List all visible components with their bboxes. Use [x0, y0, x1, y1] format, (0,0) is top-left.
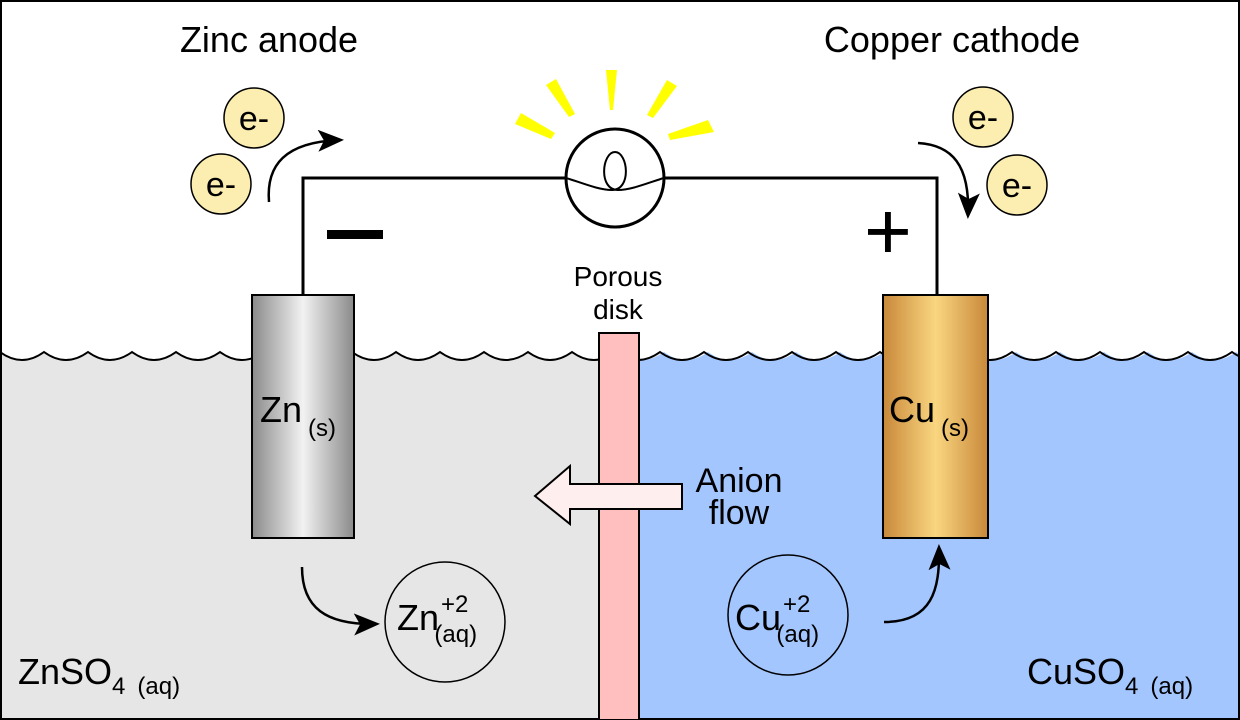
- electron-label: e-: [206, 166, 236, 204]
- electron-icon: e-: [190, 153, 252, 215]
- bulb-glass: [564, 127, 666, 229]
- electron-icon: e-: [223, 87, 285, 149]
- copper-ion-label: Cu+2(aq): [735, 591, 819, 648]
- anion-flow-label-line2: flow: [709, 494, 770, 532]
- copper-electrode-label: Cu(s): [889, 389, 969, 442]
- electron-icon: e-: [952, 86, 1014, 148]
- zinc-electrode: [251, 294, 355, 539]
- electron-label: e-: [968, 99, 998, 137]
- copper-ion-arrow-icon: [883, 544, 951, 624]
- zinc-anode-title: Zinc anode: [180, 19, 358, 60]
- bulb-filament: [565, 150, 665, 192]
- zinc-ion-arrow-icon: [300, 566, 380, 636]
- minus-sign-icon: [327, 230, 383, 239]
- zinc-electrode-label: Zn(s): [260, 389, 336, 442]
- zinc-ion-circle: [384, 561, 506, 683]
- porous-disk: [598, 332, 640, 720]
- light-bulb-icon: [515, 70, 714, 229]
- light-rays: [515, 70, 714, 140]
- electron-icon: e-: [986, 154, 1048, 216]
- zinc-ion-label: Zn+2(aq): [397, 591, 477, 648]
- copper-electrode: [882, 294, 989, 539]
- copper-cathode-title: Copper cathode: [824, 19, 1080, 60]
- electron-label: e-: [239, 100, 269, 138]
- porous-disk-label-line2: disk: [593, 294, 644, 325]
- copper-ion-circle: [727, 554, 849, 676]
- electron-label: e-: [1002, 167, 1032, 205]
- cuso4-label: CuSO4(aq): [1027, 651, 1193, 700]
- anion-flow-label-line1: Anion: [696, 462, 783, 500]
- electron-flow-arrow-icon: [267, 129, 344, 203]
- anion-flow-arrow-icon: [533, 463, 683, 527]
- electron-flow-arrow-icon: [917, 141, 980, 219]
- external-wire: [301, 176, 939, 296]
- znso4-label: ZnSO4(aq): [18, 651, 180, 700]
- plus-sign: +: [864, 186, 912, 277]
- porous-disk-label-line1: Porous: [574, 261, 663, 292]
